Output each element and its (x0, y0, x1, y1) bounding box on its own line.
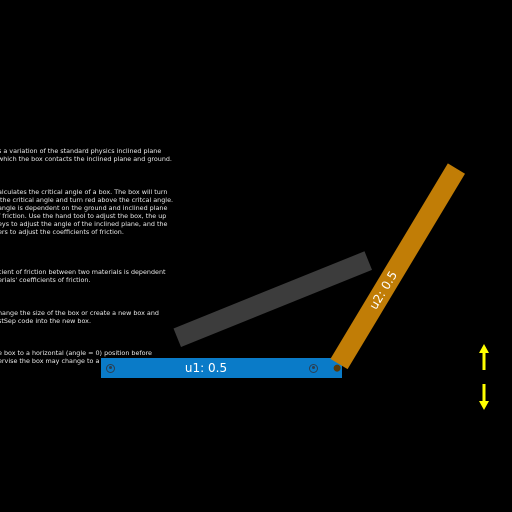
ground-block[interactable]: u1: 0.5 (101, 358, 342, 378)
arrow-down-icon[interactable] (478, 382, 490, 410)
instructions-paragraph: cient of friction between two materials … (0, 268, 198, 284)
instructions-line: e box to a horizontal (angle = 0) positi… (0, 349, 152, 358)
instructions-line: angle is dependent on the ground and inc… (0, 203, 168, 212)
instructions-line: ers to adjust the coefficients of fricti… (0, 228, 124, 237)
instructions-line: f friction. Use the hand tool to adjust … (0, 211, 167, 220)
ground-left-pin-icon (106, 363, 115, 373)
instructions-paragraph: alculates the critical angle of a box. T… (0, 188, 198, 237)
ground-friction-label: u1: 0.5 (184, 361, 228, 375)
friction-box[interactable] (173, 251, 372, 347)
instructions-line: the critical angle and turn red above th… (0, 195, 174, 204)
instructions-text: s a variation of the standard physics in… (0, 131, 198, 389)
instructions-line: alculates the critical angle of a box. T… (0, 187, 168, 196)
instructions-line: stSep code into the new box. (0, 316, 91, 325)
arrow-up-icon[interactable] (478, 344, 490, 372)
instructions-line: hange the size of the box or create a ne… (0, 308, 159, 317)
instructions-line: which the box contacts the inclined plan… (0, 155, 172, 164)
instructions-line: erials' coefficients of friction. (0, 276, 91, 285)
instructions-line: s a variation of the standard physics in… (0, 147, 162, 156)
instructions-line: cient of friction between two materials … (0, 268, 166, 277)
instructions-paragraph: hange the size of the box or create a ne… (0, 309, 198, 325)
instructions-paragraph: s a variation of the standard physics in… (0, 147, 198, 163)
ground-right-pin-icon (309, 363, 318, 373)
instructions-line: eys to adjust the angle of the inclined … (0, 219, 168, 228)
